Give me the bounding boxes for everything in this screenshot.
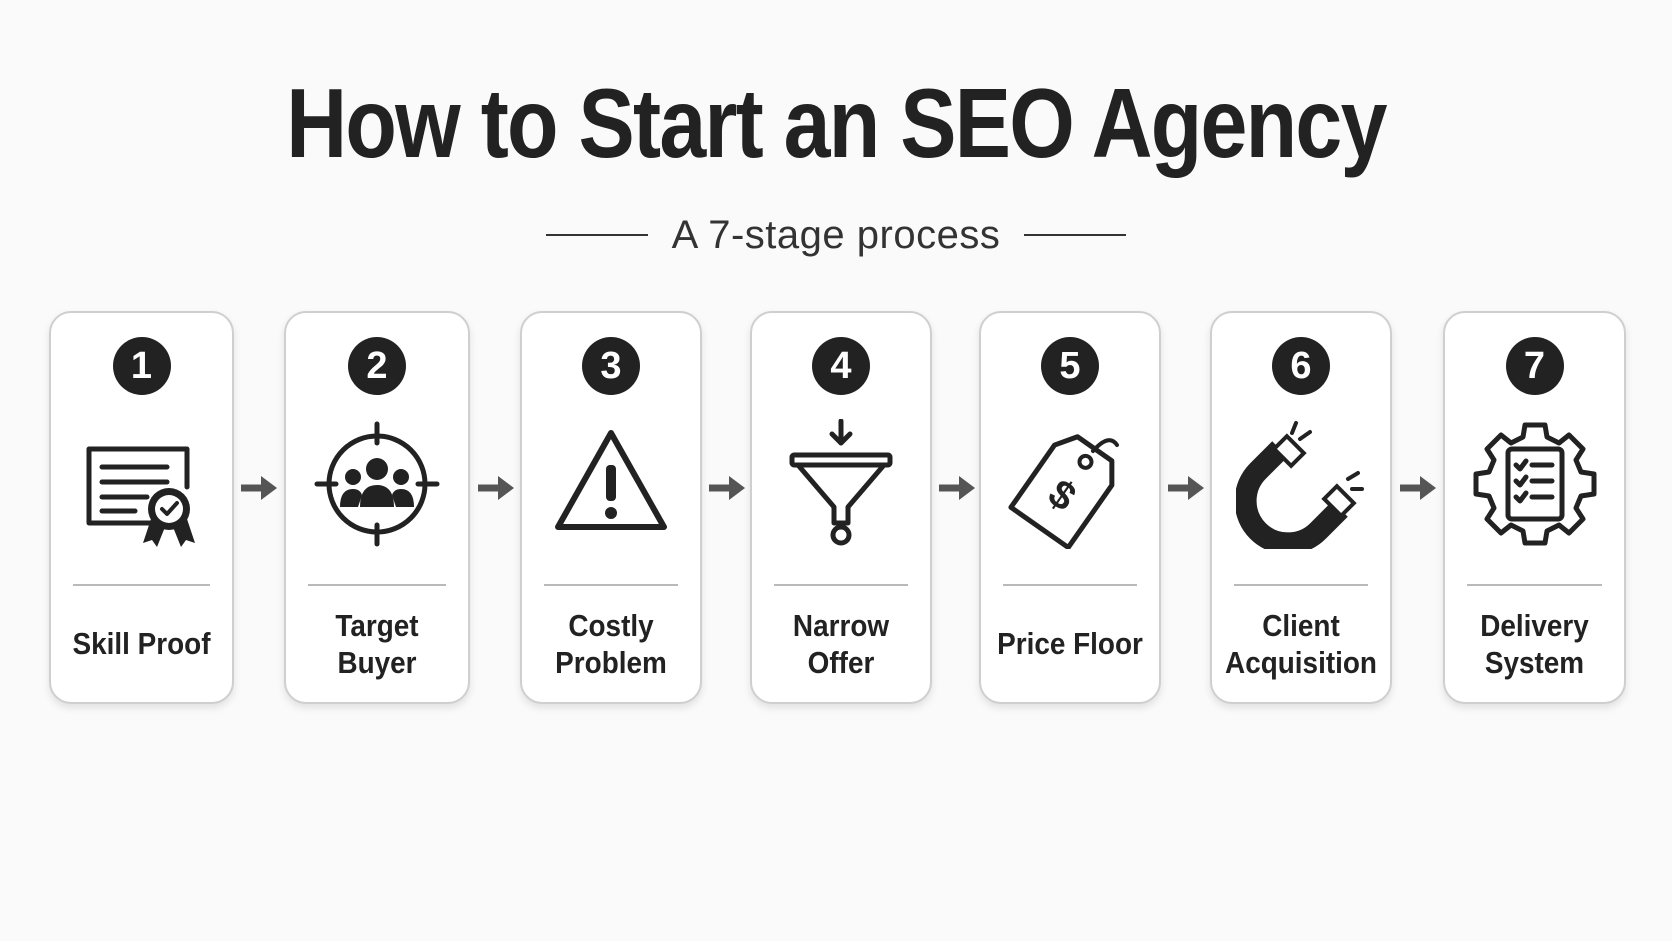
stage-label: Target Buyer bbox=[335, 607, 419, 680]
arrow-right-icon bbox=[1166, 471, 1206, 505]
warning-icon bbox=[546, 419, 676, 549]
stage-divider bbox=[1467, 584, 1602, 586]
certificate-icon bbox=[77, 419, 207, 549]
stage-divider bbox=[1234, 584, 1368, 586]
price-tag-icon: $ bbox=[1005, 419, 1135, 549]
stage-label: Skill Proof bbox=[72, 626, 211, 662]
arrow-right-icon bbox=[707, 471, 747, 505]
svg-text:$: $ bbox=[1040, 471, 1083, 520]
stage-label: Narrow Offer bbox=[792, 607, 890, 680]
page-title: How to Start an SEO Agency bbox=[286, 68, 1387, 178]
stage-divider bbox=[308, 584, 446, 586]
funnel-icon bbox=[776, 419, 906, 549]
target-audience-icon bbox=[312, 419, 442, 549]
stage-label: Costly Problem bbox=[555, 607, 667, 680]
stage-number-badge: 7 bbox=[1505, 337, 1564, 395]
stage-label: Delivery System bbox=[1480, 607, 1589, 680]
stage-number-badge: 2 bbox=[348, 337, 406, 395]
magnet-icon bbox=[1236, 419, 1366, 549]
stage-number-badge: 1 bbox=[112, 337, 171, 395]
stage-card-6: 6 Client Acquisition bbox=[1210, 311, 1392, 704]
stage-divider bbox=[73, 584, 210, 586]
stage-divider bbox=[774, 584, 908, 586]
subtitle-row: A 7-stage process bbox=[0, 205, 1672, 265]
stage-card-3: 3 Costly Problem bbox=[520, 311, 702, 704]
page-subtitle: A 7-stage process bbox=[671, 212, 1001, 257]
stage-card-2: 2 Target Buyer bbox=[284, 311, 470, 704]
stage-number-badge: 6 bbox=[1272, 337, 1330, 395]
arrow-right-icon bbox=[239, 471, 279, 505]
stage-card-4: 4 Narrow Offer bbox=[750, 311, 932, 704]
stage-divider bbox=[544, 584, 678, 586]
stage-card-5: 5 $ Price Floor bbox=[979, 311, 1161, 704]
stage-number-badge: 3 bbox=[582, 337, 640, 395]
subtitle-rule-right bbox=[1024, 234, 1127, 236]
stage-card-1: 1 Skill Proof bbox=[49, 311, 234, 704]
gear-checklist-icon bbox=[1470, 419, 1600, 549]
stage-card-7: 7 Delivery System bbox=[1443, 311, 1626, 704]
arrow-right-icon bbox=[476, 471, 516, 505]
stage-number-badge: 4 bbox=[812, 337, 870, 395]
arrow-right-icon bbox=[1398, 471, 1438, 505]
stage-label: Price Floor bbox=[997, 626, 1143, 662]
stage-number-badge: 5 bbox=[1041, 337, 1099, 395]
stage-label: Client Acquisition bbox=[1225, 607, 1377, 680]
subtitle-rule-left bbox=[545, 234, 648, 236]
arrow-right-icon bbox=[937, 471, 977, 505]
stage-divider bbox=[1003, 584, 1137, 586]
